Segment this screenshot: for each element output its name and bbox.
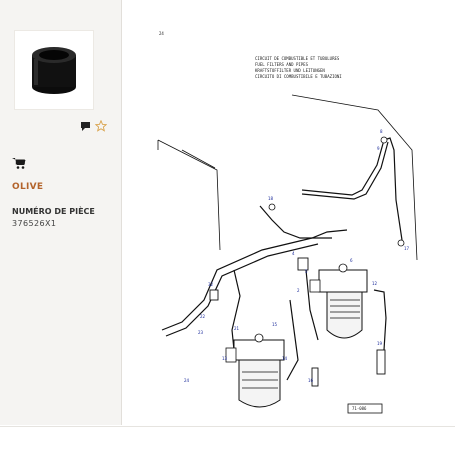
drain-tap <box>311 367 319 387</box>
callout-number: 21 <box>234 326 240 331</box>
product-title: OLIVE <box>12 182 44 192</box>
reference-box <box>347 403 383 414</box>
union-nut <box>268 203 276 211</box>
fuel-pipe <box>231 269 241 351</box>
caption-line: CIRCUIT DE COMBUSTIBLE ET TUBULURES <box>255 56 340 61</box>
callout-number: 4 <box>292 251 295 256</box>
fuel-pipe <box>165 243 319 337</box>
product-thumbnail[interactable] <box>14 30 94 110</box>
fuel-pipe <box>301 141 389 200</box>
callout-number: 16 <box>308 378 314 383</box>
fuel-system-diagram: 24 CIRCUIT DE COMBUSTIBLE ET TUBULURES F… <box>157 31 418 414</box>
fuel-pipe <box>305 269 319 341</box>
callout-number: 15 <box>272 322 278 327</box>
product-actions <box>80 117 108 136</box>
fuel-pipe <box>373 289 387 351</box>
star-icon[interactable] <box>94 117 108 136</box>
reference-code: 71-086 <box>352 406 367 411</box>
banjo-fitting <box>297 257 309 271</box>
union-nut <box>380 136 388 144</box>
callout-number: 22 <box>200 314 206 319</box>
callout-number: 18 <box>268 196 274 201</box>
callout-number: 9 <box>377 146 380 151</box>
callout-number: 5 <box>305 269 308 274</box>
cart-icon[interactable] <box>12 154 26 173</box>
fuel-pipe <box>286 299 299 381</box>
page-number: 24 <box>159 31 164 36</box>
callout-number: 2 <box>297 288 300 293</box>
fuel-pipe <box>259 205 332 239</box>
frame-outline <box>291 94 418 261</box>
comment-icon[interactable] <box>80 117 91 136</box>
fuel-pipe <box>161 229 348 331</box>
fuel-filter-right <box>309 263 368 339</box>
sediment-bowl <box>376 349 386 375</box>
callout-number: 8 <box>380 129 383 134</box>
product-sidebar: OLIVE NUMÉRO DE PIÈCE 376526X1 <box>0 0 122 425</box>
union-nut <box>397 239 405 247</box>
callout-number: 17 <box>404 246 410 251</box>
caption-line: FUEL FILTERS AND PIPES <box>255 62 309 67</box>
callout-number: 14 <box>282 356 288 361</box>
frame-outline <box>157 139 221 251</box>
olive-part-image <box>32 47 76 94</box>
part-number-label: NUMÉRO DE PIÈCE <box>12 207 95 216</box>
callout-number: 19 <box>377 341 383 346</box>
clip <box>209 289 219 301</box>
caption-line: CIRCUITO DI COMBUSTIBILE E TUBAZIONI <box>255 74 342 79</box>
callout-number: 32 <box>208 282 214 287</box>
fuel-pipe <box>301 139 385 196</box>
fuel-filter-left <box>225 333 285 408</box>
callout-number: 23 <box>198 330 204 335</box>
fuel-pipe <box>383 137 403 241</box>
page-footer <box>0 426 455 456</box>
callout-number: 24 <box>184 378 190 383</box>
parts-diagram[interactable]: 24 CIRCUIT DE COMBUSTIBLE ET TUBULURES F… <box>122 0 455 425</box>
callout-number: 6 <box>350 258 353 263</box>
part-number-value: 376526X1 <box>12 219 57 228</box>
callout-number: 13 <box>222 356 228 361</box>
callout-number: 12 <box>372 281 378 286</box>
caption-line: KRAFTSTOFFILTER UND LEITUNGEN <box>255 68 325 73</box>
